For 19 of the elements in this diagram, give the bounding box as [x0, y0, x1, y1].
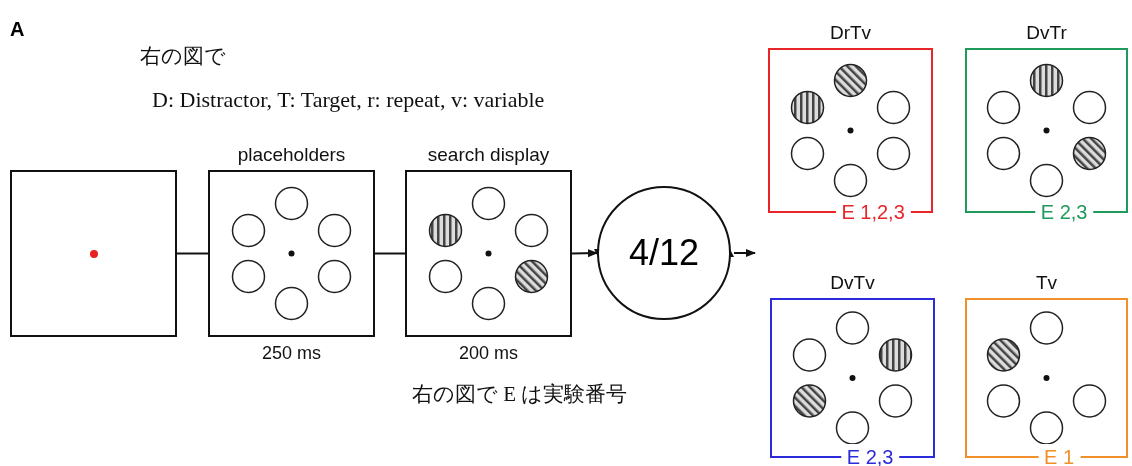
note-text: D: Distractor, T: Target, r: repeat, v: variable — [152, 87, 545, 113]
connector-line — [176, 252, 209, 255]
duration-label: 250 ms — [262, 343, 321, 364]
display-title: Tv — [1035, 272, 1058, 294]
display-title: search display — [427, 144, 550, 166]
duration-label: 200 ms — [459, 343, 518, 364]
display-title: DvTv — [830, 272, 875, 294]
experiment-label: E 2,3 — [840, 444, 900, 466]
display-title: DvTr — [1026, 22, 1067, 44]
trial-count: 4/12 — [628, 232, 700, 274]
connector-line — [374, 252, 406, 255]
panel-letter: A — [10, 18, 25, 41]
arrow — [571, 249, 598, 258]
note-text: 右の図で — [140, 43, 226, 70]
note-text: 右の図で E は実験番号 — [412, 381, 628, 408]
arrow — [733, 249, 756, 257]
experiment-label: E 1 — [1038, 444, 1081, 466]
display-title: DrTv — [829, 22, 872, 44]
display-title: placeholders — [237, 144, 346, 166]
